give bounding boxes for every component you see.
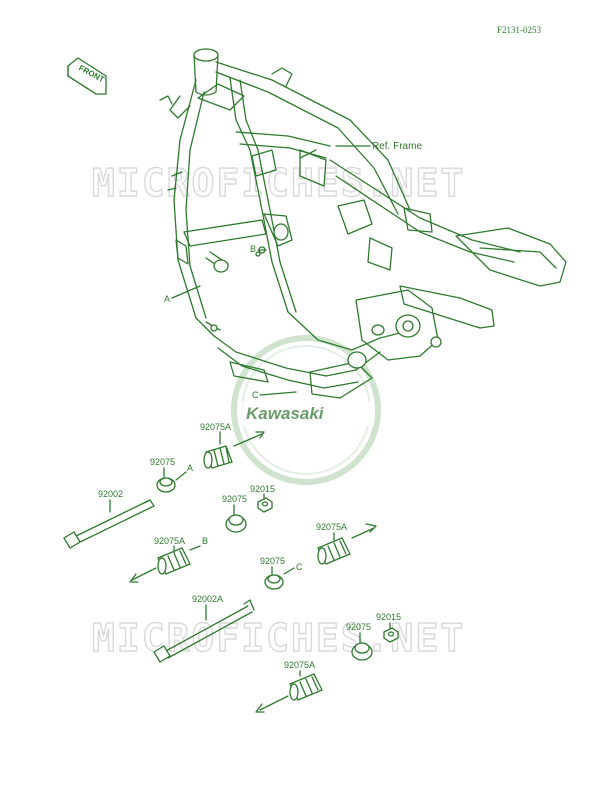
part-point-b: B xyxy=(202,536,208,546)
part-label-p12: 92075A xyxy=(284,660,315,670)
spacer-92075-mid xyxy=(225,514,247,533)
spacer-92075-a xyxy=(156,477,176,493)
kawasaki-logo: Kawasaki xyxy=(231,335,381,485)
bolt-92002a xyxy=(153,599,255,663)
frame-point-b: B xyxy=(250,244,256,254)
part-label-p5: 92015 xyxy=(250,484,275,494)
motorcycle-frame xyxy=(159,48,567,399)
watermark-bottom: MICROFICHES.NET xyxy=(92,616,465,660)
spacer-92075-c xyxy=(264,574,284,590)
spacer-92075-lower xyxy=(351,642,373,661)
watermark-top: MICROFICHES.NET xyxy=(92,161,465,205)
part-label-p11: 92075 xyxy=(346,622,371,632)
frame-point-a: A xyxy=(164,294,170,304)
part-point-a: A xyxy=(187,463,193,473)
frame-point-c: C xyxy=(252,390,259,400)
nut-92015-upper xyxy=(257,497,273,513)
collar-92075a-c xyxy=(317,537,351,565)
part-label-p10: 92015 xyxy=(376,612,401,622)
part-label-p6: 92075A xyxy=(154,536,185,546)
part-label-p3: 92002 xyxy=(98,489,123,499)
bolt-92002 xyxy=(63,499,155,549)
part-label-p7: 92075A xyxy=(316,522,347,532)
nut-92015-lower xyxy=(383,627,399,643)
part-label-p2: 92075 xyxy=(150,457,175,467)
part-label-p1: 92075A xyxy=(200,422,231,432)
logo-text: Kawasaki xyxy=(246,404,325,423)
diagram-code: F2131-0253 xyxy=(497,25,542,35)
ref-frame-label: Ref. Frame xyxy=(372,141,422,152)
part-point-c: C xyxy=(296,562,303,572)
part-label-p4: 92075 xyxy=(222,494,247,504)
part-label-p8: 92075 xyxy=(260,556,285,566)
collar-92075a-top xyxy=(203,445,233,469)
part-label-p9: 92002A xyxy=(192,594,223,604)
collar-92075a-bottom xyxy=(289,673,323,701)
front-arrow-icon: FRONT xyxy=(67,57,107,95)
